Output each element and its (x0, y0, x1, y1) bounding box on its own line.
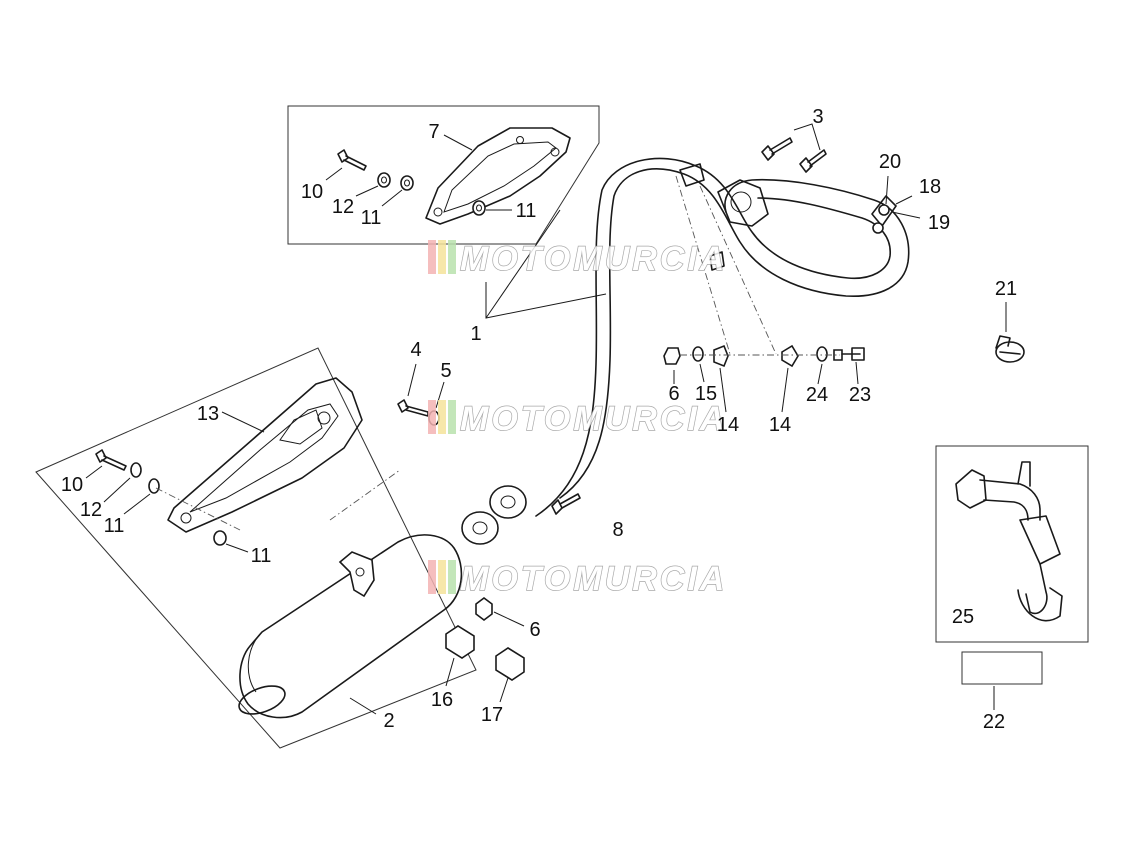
self-tapping-screw-upper (337, 149, 367, 171)
exhaust-header-pipe (489, 157, 910, 519)
mounting-hardware-row (663, 344, 865, 368)
callout-3: 3 (812, 106, 823, 128)
callout-23: 23 (849, 384, 871, 406)
callout-6: 6 (529, 619, 540, 641)
watermark-text: MOTOMURCIA (460, 400, 727, 438)
callout-14: 14 (717, 414, 739, 436)
heat-shield-kit-box (287, 105, 600, 245)
header-studs (872, 204, 890, 234)
callout-16: 16 (431, 689, 453, 711)
muffler-kit-box (35, 347, 477, 749)
muffler (238, 534, 463, 719)
watermark-bottom: MOTOMURCIA (428, 559, 727, 599)
callout-11: 11 (251, 545, 272, 567)
pipe-clamp (995, 335, 1025, 363)
callout-21: 21 (995, 278, 1017, 300)
callout-8: 8 (612, 519, 623, 541)
header-bolts (761, 137, 827, 173)
watermark-text: MOTOMURCIA (460, 560, 727, 598)
catalytic-converter (955, 461, 1063, 622)
callout-6: 6 (668, 383, 679, 405)
callout-22: 22 (983, 711, 1005, 733)
callout-10: 10 (301, 181, 323, 203)
catalytic-converter-box (935, 445, 1089, 643)
watermark-text: MOTOMURCIA (460, 240, 727, 278)
callout-1: 1 (470, 323, 481, 345)
exhaust-gasket (461, 511, 499, 545)
callout-7: 7 (428, 121, 439, 143)
muffler-bolt (397, 399, 429, 417)
washer-upper (377, 172, 391, 188)
callout-18: 18 (919, 176, 941, 198)
callout-11: 11 (104, 515, 125, 537)
watermark-top: MOTOMURCIA (428, 239, 727, 279)
self-tapping-screw-lower (95, 449, 127, 471)
callout-12: 12 (80, 499, 102, 521)
callout-25: 25 (952, 606, 974, 628)
callout-17: 17 (481, 704, 503, 726)
callout-10: 10 (61, 474, 83, 496)
callout-13: 13 (197, 403, 219, 425)
callout-24: 24 (806, 384, 828, 406)
callout-15: 15 (695, 383, 717, 405)
flange-screw (551, 493, 581, 515)
spacer-upper (472, 200, 486, 216)
muffler-heat-shield (167, 377, 363, 533)
callout-12: 12 (332, 196, 354, 218)
heat-shield-upper (425, 127, 571, 225)
muffler-nut (475, 597, 493, 621)
callout-14: 14 (769, 414, 791, 436)
callout-5: 5 (440, 360, 451, 382)
callout-11: 11 (516, 200, 537, 222)
callout-20: 20 (879, 151, 901, 173)
gasket-kit-label-box (961, 651, 1043, 685)
clip-nut-lower (148, 478, 160, 494)
callout-19: 19 (928, 212, 950, 234)
washer-lower (130, 462, 142, 478)
muffler-bushings (445, 625, 525, 681)
clip-nut-upper (400, 175, 414, 191)
spacer-lower (213, 530, 227, 546)
callout-2: 2 (383, 710, 394, 732)
callout-11: 11 (361, 207, 382, 229)
callout-labels: 7 10 12 11 11 3 20 18 19 21 1 4 5 6 15 1… (61, 106, 1017, 733)
callout-4: 4 (410, 339, 421, 361)
watermark-middle: MOTOMURCIA (428, 399, 727, 439)
